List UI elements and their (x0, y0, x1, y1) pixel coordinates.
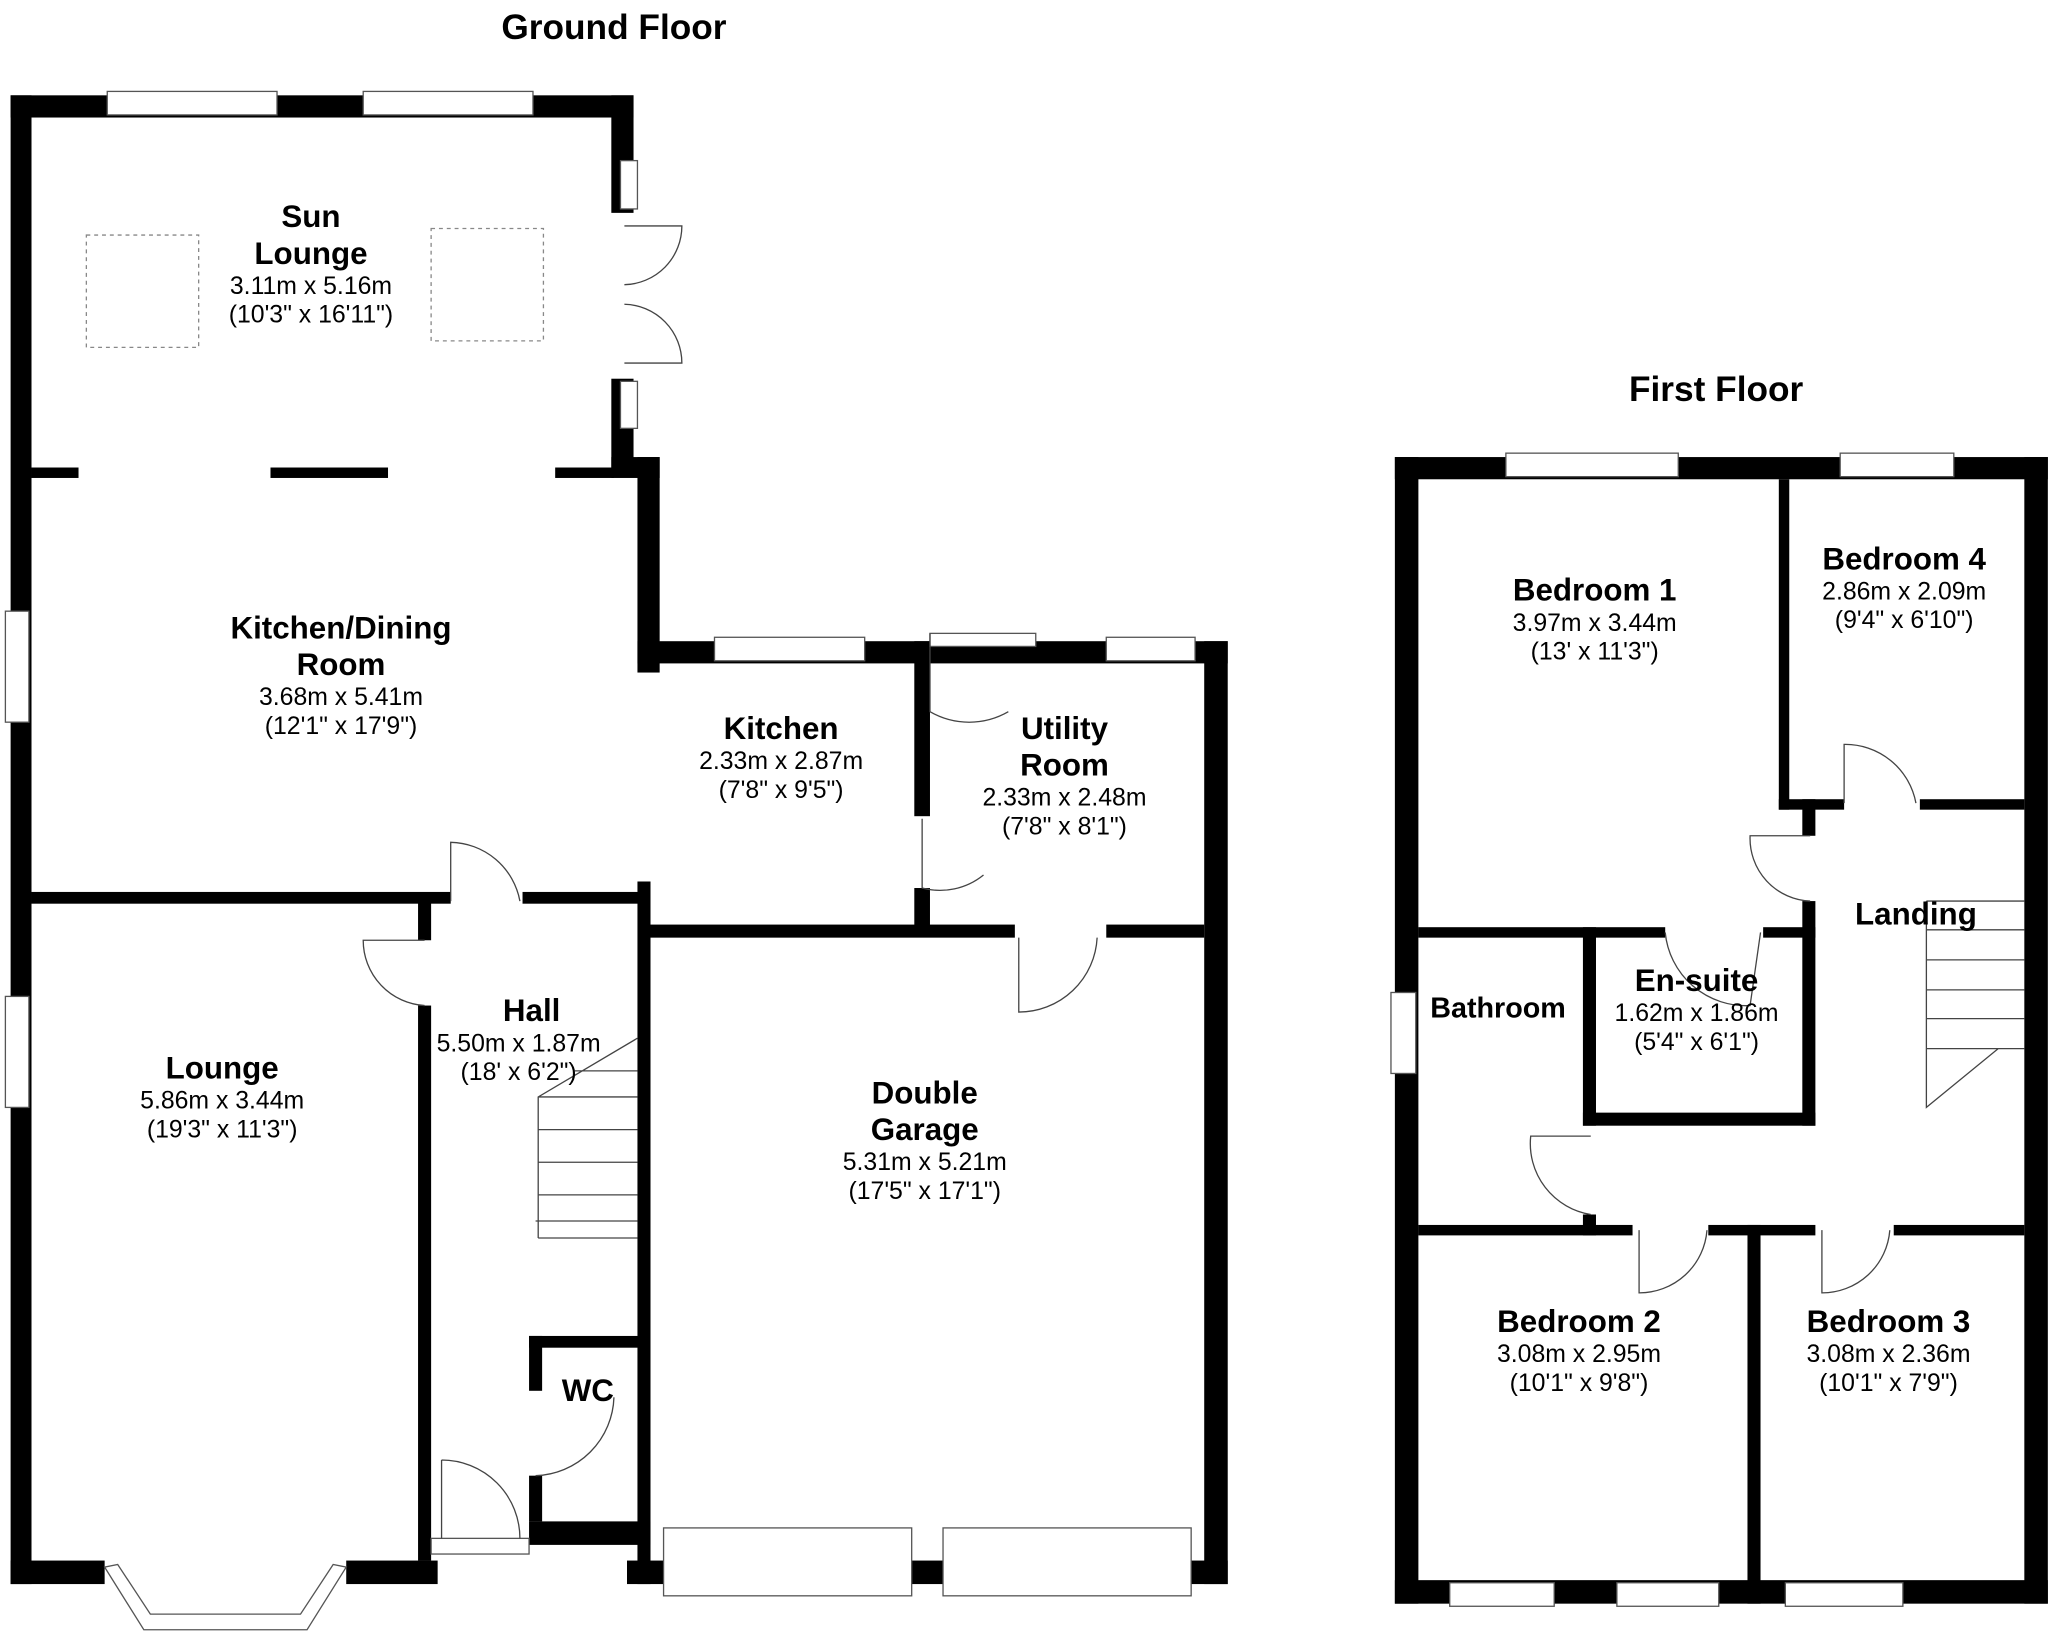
svg-text:3.08m x 2.95m: 3.08m x 2.95m (1497, 1341, 1661, 1368)
svg-text:En-suite: En-suite (1635, 963, 1759, 998)
landing-staircase (1925, 900, 2025, 1109)
svg-text:(10'3" x 16'11"): (10'3" x 16'11") (229, 302, 393, 329)
svg-text:5.86m x 3.44m: 5.86m x 3.44m (140, 1088, 304, 1115)
svg-text:(19'3" x 11'3"): (19'3" x 11'3") (147, 1116, 298, 1143)
ground-floor: Ground Floor (4, 8, 1228, 1631)
svg-text:Kitchen: Kitchen (724, 711, 839, 746)
svg-text:Lounge: Lounge (166, 1051, 279, 1086)
svg-text:Landing: Landing (1855, 897, 1977, 932)
ground-floor-title: Ground Floor (501, 8, 726, 47)
svg-text:Sun: Sun (281, 199, 340, 234)
svg-text:2.33m x 2.48m: 2.33m x 2.48m (982, 785, 1146, 812)
room-kitchen-dining: Kitchen/Dining Room 3.68m x 5.41m (12'1"… (230, 611, 451, 740)
room-sun-lounge: Sun Lounge 3.11m x 5.16m (10'3" x 16'11"… (229, 199, 393, 328)
svg-text:2.86m x 2.09m: 2.86m x 2.09m (1822, 578, 1986, 605)
svg-text:3.11m x 5.16m: 3.11m x 5.16m (230, 273, 392, 300)
svg-text:(7'8" x 9'5"): (7'8" x 9'5") (719, 777, 844, 804)
svg-text:Room: Room (297, 647, 386, 682)
room-wc: WC (562, 1373, 614, 1408)
room-bedroom-2: Bedroom 2 3.08m x 2.95m (10'1" x 9'8") (1497, 1304, 1661, 1397)
svg-text:(10'1" x 7'9"): (10'1" x 7'9") (1819, 1370, 1958, 1397)
room-bedroom-1: Bedroom 1 3.97m x 3.44m (13' x 11'3") (1513, 573, 1677, 666)
svg-text:1.62m x 1.86m: 1.62m x 1.86m (1615, 1000, 1779, 1027)
room-double-garage: Double Garage 5.31m x 5.21m (17'5" x 17'… (843, 1075, 1007, 1204)
svg-text:Bedroom 3: Bedroom 3 (1807, 1304, 1971, 1339)
ground-floor-windows (4, 90, 1196, 1631)
svg-text:2.33m x 2.87m: 2.33m x 2.87m (699, 748, 863, 775)
svg-text:Bedroom 4: Bedroom 4 (1822, 541, 1986, 576)
svg-text:Hall: Hall (503, 993, 560, 1028)
room-bedroom-3: Bedroom 3 3.08m x 2.36m (10'1" x 7'9") (1807, 1304, 1971, 1397)
room-en-suite: En-suite 1.62m x 1.86m (5'4" x 6'1") (1615, 963, 1779, 1056)
svg-text:(12'1" x 17'9"): (12'1" x 17'9") (265, 713, 418, 740)
svg-text:WC: WC (562, 1373, 614, 1408)
svg-text:(5'4" x 6'1"): (5'4" x 6'1") (1634, 1029, 1759, 1056)
svg-text:3.08m x 2.36m: 3.08m x 2.36m (1807, 1341, 1971, 1368)
first-floor-doors (1529, 743, 1917, 1294)
room-bathroom: Bathroom (1430, 992, 1566, 1024)
svg-text:Bedroom 1: Bedroom 1 (1513, 573, 1677, 608)
first-floor-windows (1390, 452, 1955, 1607)
room-landing: Landing (1855, 897, 1977, 932)
svg-text:Double: Double (872, 1075, 978, 1110)
svg-text:3.97m x 3.44m: 3.97m x 3.44m (1513, 610, 1677, 637)
room-lounge: Lounge 5.86m x 3.44m (19'3" x 11'3") (140, 1051, 304, 1144)
svg-text:(17'5" x 17'1"): (17'5" x 17'1") (848, 1178, 1001, 1205)
svg-text:(18' x 6'2"): (18' x 6'2") (461, 1059, 577, 1086)
svg-text:Bathroom: Bathroom (1430, 992, 1566, 1024)
room-kitchen: Kitchen 2.33m x 2.87m (7'8" x 9'5") (699, 711, 863, 804)
svg-text:Room: Room (1020, 748, 1109, 783)
svg-text:(10'1" x 9'8"): (10'1" x 9'8") (1510, 1370, 1649, 1397)
hall-staircase (535, 1037, 638, 1239)
svg-text:3.68m x 5.41m: 3.68m x 5.41m (259, 684, 423, 711)
svg-text:Bedroom 2: Bedroom 2 (1497, 1304, 1661, 1339)
svg-text:(13' x 11'3"): (13' x 11'3") (1531, 638, 1659, 665)
room-hall: Hall 5.50m x 1.87m (18' x 6'2") (437, 993, 601, 1086)
svg-text:(9'4" x 6'10"): (9'4" x 6'10") (1835, 607, 1974, 634)
svg-text:5.31m x 5.21m: 5.31m x 5.21m (843, 1149, 1007, 1176)
room-bedroom-4: Bedroom 4 2.86m x 2.09m (9'4" x 6'10") (1822, 541, 1986, 634)
room-utility: Utility Room 2.33m x 2.48m (7'8" x 8'1") (982, 711, 1146, 840)
svg-text:Lounge: Lounge (254, 236, 367, 271)
first-floor-title: First Floor (1629, 370, 1804, 409)
ground-floor-doors (85, 225, 1098, 1539)
svg-text:Utility: Utility (1021, 711, 1109, 746)
first-floor: First Floor (1390, 370, 2048, 1607)
svg-text:(7'8" x 8'1"): (7'8" x 8'1") (1002, 813, 1127, 840)
svg-text:Garage: Garage (871, 1112, 979, 1147)
svg-text:Kitchen/Dining: Kitchen/Dining (230, 611, 451, 646)
svg-text:5.50m x 1.87m: 5.50m x 1.87m (437, 1030, 601, 1057)
